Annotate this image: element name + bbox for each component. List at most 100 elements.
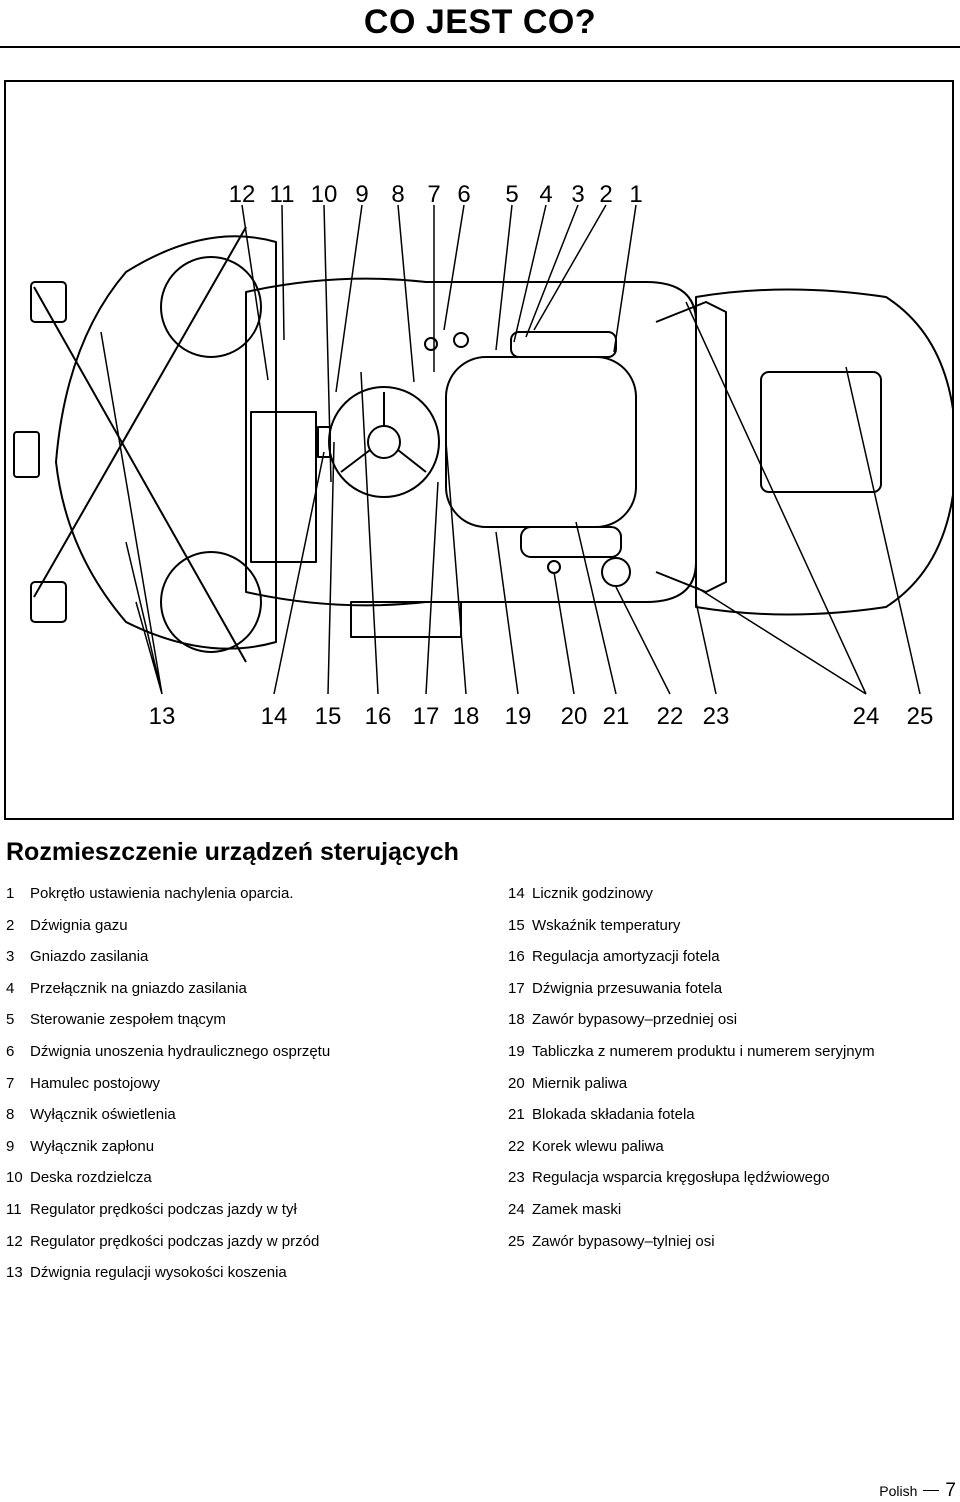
- legend-text: Przełącznik na gniazdo zasilania: [30, 979, 247, 997]
- legend-text: Tabliczka z numerem produktu i numerem s…: [532, 1042, 875, 1060]
- fuel-gauge: [547, 560, 561, 574]
- legend-text: Wskaźnik temperatury: [532, 916, 681, 934]
- dashboard: [250, 411, 317, 563]
- callout-20: 20: [561, 703, 588, 730]
- callout-17: 17: [413, 703, 440, 730]
- chassis-body: [245, 277, 697, 607]
- callout-14: 14: [261, 703, 288, 730]
- legend-text: Wyłącznik oświetlenia: [30, 1106, 176, 1124]
- front-bumper: [350, 601, 462, 638]
- legend-item: 9 Wyłącznik zapłonu: [6, 1133, 476, 1165]
- page-footer: Polish 7: [879, 1480, 956, 1502]
- legend-item: 20 Miernik paliwa: [508, 1070, 948, 1102]
- callout-4: 4: [539, 181, 552, 208]
- seat-back: [520, 526, 622, 558]
- callout-19: 19: [505, 703, 532, 730]
- leader-lines-bottom: [100, 301, 921, 695]
- legend-number: 5: [6, 1011, 15, 1029]
- legend-number: 22: [508, 1137, 525, 1155]
- legend-text: Dźwignia regulacji wysokości koszenia: [30, 1264, 287, 1282]
- legend-item: 17 Dźwignia przesuwania fotela: [508, 975, 948, 1007]
- callout-15: 15: [315, 703, 342, 730]
- legend-number: 13: [6, 1264, 23, 1282]
- legend-number: 21: [508, 1106, 525, 1124]
- legend-text: Regulacja amortyzacji fotela: [532, 948, 720, 966]
- hood-frame: [655, 301, 727, 593]
- legend-item: 4 Przełącznik na gniazdo zasilania: [6, 975, 476, 1007]
- title-divider: [0, 46, 960, 48]
- legend-number: 23: [508, 1169, 525, 1187]
- legend-number: 7: [6, 1074, 15, 1092]
- footer-dash: [923, 1490, 940, 1491]
- legend-item: 19 Tabliczka z numerem produktu i numerem…: [508, 1038, 948, 1070]
- legend-number: 17: [508, 979, 525, 997]
- legend-text: Dźwignia przesuwania fotela: [532, 979, 723, 997]
- legend-item: 13 Dźwignia regulacji wysokości koszenia: [6, 1259, 476, 1291]
- callout-13: 13: [149, 703, 176, 730]
- callout-16: 16: [365, 703, 392, 730]
- legend-number: 1: [6, 885, 15, 902]
- legend-number: 25: [508, 1232, 525, 1250]
- legend-text: Dźwignia gazu: [30, 916, 128, 934]
- deck-wheel-mid: [13, 431, 40, 478]
- legend-text: Dźwignia unoszenia hydraulicznego osprzę…: [30, 1042, 331, 1060]
- legend-text: Wyłącznik zapłonu: [30, 1137, 155, 1155]
- legend-number: 9: [6, 1137, 15, 1155]
- throttle-knob: [453, 332, 469, 348]
- leader-lines-top: [241, 204, 637, 483]
- legend-item: 2 Dźwignia gazu: [6, 912, 476, 944]
- blade-housing-top: [160, 256, 262, 358]
- legend-number: 4: [6, 979, 15, 997]
- legend-item: 5 Sterowanie zespołem tnącym: [6, 1006, 476, 1038]
- legend-text: Regulacja wsparcia kręgosłupa lędźwioweg…: [532, 1169, 830, 1187]
- callout-12: 12: [229, 181, 256, 208]
- callout-5: 5: [505, 181, 518, 208]
- legend-number: 2: [6, 916, 15, 934]
- legend-text: Miernik paliwa: [532, 1074, 628, 1092]
- legend-text: Licznik godzinowy: [532, 885, 653, 902]
- legend-text: Gniazdo zasilania: [30, 948, 149, 966]
- callout-18: 18: [453, 703, 480, 730]
- callout-11: 11: [270, 181, 295, 208]
- blade-housing-bottom: [160, 551, 262, 653]
- legend-item: 12 Regulator prędkości podczas jazdy w pr…: [6, 1228, 476, 1260]
- legend-number: 8: [6, 1106, 15, 1124]
- engine-hood: [695, 288, 952, 616]
- callout-2: 2: [599, 181, 612, 208]
- legend-number: 24: [508, 1200, 525, 1218]
- legend-item: 25 Zawór bypasowy–tylniej osi: [508, 1228, 948, 1260]
- legend-number: 11: [6, 1200, 22, 1218]
- callout-23: 23: [703, 703, 730, 730]
- legend-text: Zawór bypasowy–tylniej osi: [532, 1232, 715, 1250]
- seat: [445, 356, 637, 528]
- deck-wheel-top: [30, 281, 67, 323]
- fuel-cap: [601, 557, 631, 587]
- callout-8: 8: [391, 181, 404, 208]
- legend-text: Regulator prędkości podczas jazdy w przó…: [30, 1232, 320, 1250]
- hood-grille: [760, 371, 882, 493]
- legend-text: Sterowanie zespołem tnącym: [30, 1011, 226, 1029]
- legend-number: 12: [6, 1232, 23, 1250]
- footer-language: Polish: [879, 1483, 918, 1499]
- legend-number: 20: [508, 1074, 525, 1092]
- legend-text: Regulator prędkości podczas jazdy w tył: [30, 1200, 297, 1218]
- section-heading: Rozmieszczenie urządzeń sterujących: [6, 838, 459, 866]
- legend-number: 19: [508, 1042, 525, 1060]
- legend-text: Zawór bypasowy–przedniej osi: [532, 1011, 738, 1029]
- height-lever-bar: [33, 226, 247, 663]
- deck-wheel-bottom: [30, 581, 67, 623]
- callout-25: 25: [907, 703, 934, 730]
- legend-text: Zamek maski: [532, 1200, 622, 1218]
